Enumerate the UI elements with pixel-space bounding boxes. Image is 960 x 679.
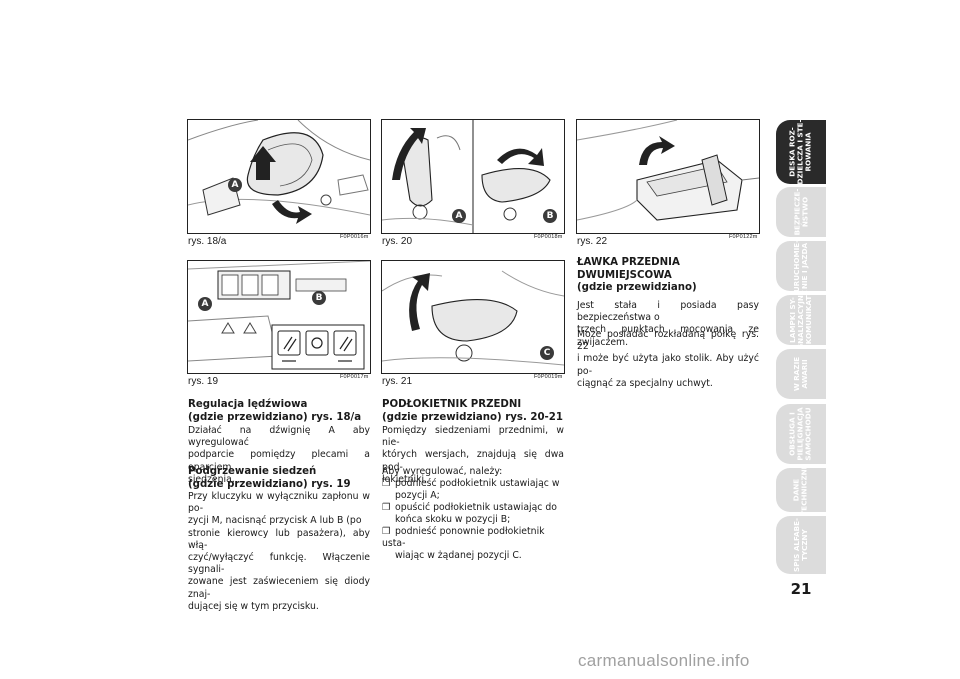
armrest-adjust-illustration [382, 270, 564, 366]
figure-18a: A [187, 119, 371, 234]
tab-maintenance[interactable]: OBSŁUGA I PIELĘGNACJA SAMOCHODU [776, 404, 826, 464]
label-b-badge: B [543, 209, 557, 223]
label-a-badge: A [228, 178, 242, 192]
figure-22 [576, 119, 760, 234]
figure-code: F0P0018m [534, 234, 563, 240]
paragraph-armrest-adjust: Aby wyregulować, należy: [382, 466, 503, 477]
paragraph-seat-heating: Przy kluczyku w wyłączniku zapłonu w po-… [188, 491, 370, 612]
figure-19: A B [187, 260, 371, 374]
tab-dashboard-controls[interactable]: DESKA ROZ- DZIELCZA I STE- ROWANIA [776, 119, 826, 185]
figure-code: F0P0016m [340, 234, 369, 240]
tab-safety[interactable]: BEZPIECZE- ŃSTWO [776, 187, 826, 237]
section-heading-lumbar: Regulacja lędźwiowa(gdzie przewidziano) … [188, 399, 362, 423]
figure-caption: rys. 18/a [188, 236, 227, 247]
checkbox-bullet-icon: ❒ [382, 478, 391, 489]
label-a-badge: A [452, 209, 466, 223]
figure-caption: rys. 21 [382, 376, 413, 387]
label-b-badge: B [312, 291, 326, 305]
figure-20: A B [381, 119, 565, 234]
figure-caption: rys. 22 [577, 236, 608, 247]
figure-code: F0P0122m [729, 234, 758, 240]
tab-starting-driving[interactable]: URUCHOMIE- NIE I JAZDA [776, 240, 826, 292]
tab-index[interactable]: SPIS ALFABE- TYCZNY [776, 516, 826, 574]
paragraph-armrest: Pomiędzy siedzeniami przednimi, w nie-kt… [382, 425, 564, 485]
tab-warning-lights[interactable]: LAMPKI SY- GNALIZACYJNE I KOMUNIKATY [776, 290, 826, 350]
seat-heating-buttons-illustration [188, 261, 370, 370]
page-number: 21 [790, 580, 812, 598]
watermark: carmanualsonline.info [578, 651, 750, 670]
checkbox-bullet-icon: ❒ [382, 526, 391, 537]
armrest-positions-illustration [382, 120, 551, 233]
label-a-badge: A [198, 297, 212, 311]
section-heading-armrest: PODŁOKIETNIK PRZEDNI(gdzie przewidziano)… [382, 399, 563, 423]
label-c-badge: C [540, 346, 554, 360]
figure-code: F0P0017m [340, 374, 369, 380]
figure-21: C [381, 260, 565, 374]
paragraph-bench: Jest stała i posiada pasy bezpieczeństwa… [577, 300, 759, 348]
list-item: ❒opuścić podłokietnik ustawiając do końc… [382, 502, 557, 526]
figure-caption: rys. 19 [188, 376, 219, 387]
section-heading-seat-heating: Podgrzewanie siedzeń(gdzie przewidziano)… [188, 466, 351, 490]
tab-emergency[interactable]: W RAZIE AWARII [776, 349, 826, 399]
figure-code: F0P0019m [534, 374, 563, 380]
list-item: ❒podnieść ponownie podłokietnik usta- wi… [382, 526, 545, 562]
tab-technical-data[interactable]: DANE TECHNICZNE [776, 464, 826, 516]
fold-out-shelf-illustration [577, 120, 759, 221]
figure-caption: rys. 20 [382, 236, 413, 247]
seat-lumbar-lever-illustration [188, 120, 370, 224]
checkbox-bullet-icon: ❒ [382, 502, 391, 513]
list-item: ❒podnieść podłokietnik ustawiając w pozy… [382, 478, 560, 502]
